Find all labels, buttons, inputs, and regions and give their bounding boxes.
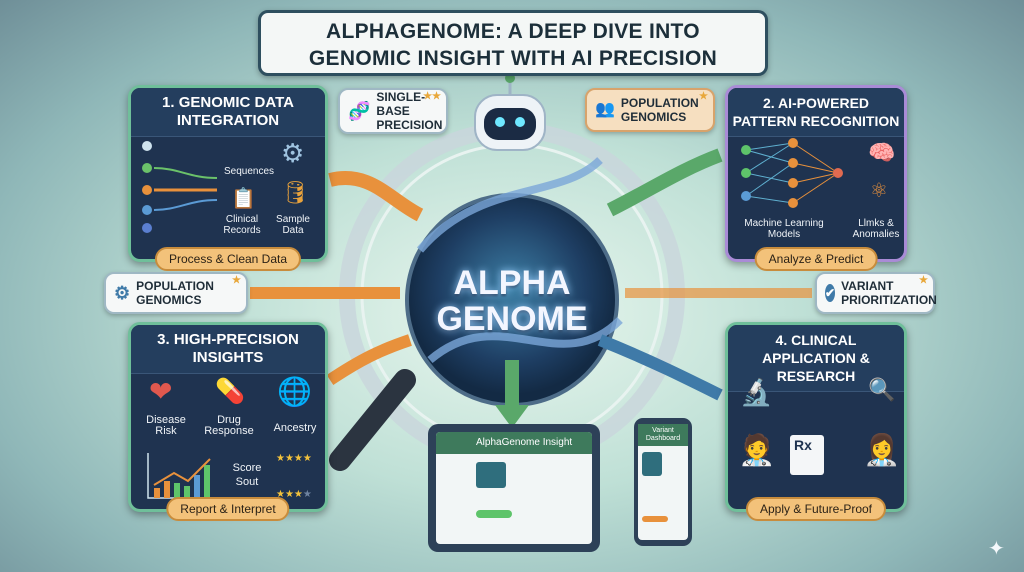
title-line-2: GENOMIC INSIGHT WITH AI PRECISION — [308, 47, 718, 70]
gear-icon: ⚙ — [281, 138, 305, 168]
arrow-center-b4 — [597, 334, 723, 401]
gear-icon: ⚙ — [114, 283, 131, 303]
panel-title: 2. AI-POWERED PATTERN RECOGNITION — [728, 88, 904, 137]
callout-text: SINGLE-BASE — [376, 90, 426, 118]
phone-device: Variant Dashboard — [634, 418, 692, 546]
arrow-center-b2 — [606, 148, 723, 217]
magnifier-handle — [329, 369, 416, 471]
action-process-clean-data: Process & Clean Data — [154, 247, 302, 271]
prescription-rx-label: Rx — [794, 437, 812, 453]
callout-text: POPULATION — [136, 279, 214, 293]
callout-text: VARIANT — [841, 279, 894, 293]
pill-icon: 💊 — [215, 378, 245, 405]
heart-pulse-icon: ❤ — [149, 376, 173, 407]
neural-network-icon — [741, 138, 843, 208]
tablet-screen: AlphaGenome Insight — [436, 432, 592, 544]
label-disease-risk: Disease Risk — [146, 414, 186, 437]
tablet-header: AlphaGenome Insight — [436, 432, 592, 454]
panel-title: 3. HIGH-PRECISION INSIGHTS — [131, 325, 325, 374]
rating-stars-icon: ★★★★ — [276, 453, 312, 464]
panel-title: 4. CLINICAL APPLICATION & RESEARCH — [728, 325, 904, 392]
doctor-icon: 👩‍⚕️ — [863, 434, 901, 467]
arrow-center-b3 — [326, 334, 412, 385]
panel-ai-pattern-recognition: 2. AI-POWERED PATTERN RECOGNITION 🧠 ⚛ Ma… — [725, 85, 907, 271]
clipboard-icon: 📋 — [231, 188, 256, 210]
page-title: ALPHAGENOME: A DEEP DIVE INTO GENOMIC IN… — [258, 10, 768, 76]
center-logo-line-1: ALPHA — [453, 264, 571, 302]
sparkle-icon: ✦ — [988, 538, 1005, 560]
tablet-action-bar[interactable] — [476, 510, 512, 518]
tablet-device: AlphaGenome Insight — [428, 424, 600, 552]
phone-header: Variant Dashboard — [638, 424, 688, 446]
doctor-icon: 🧑‍⚕️ — [738, 434, 776, 467]
label-links-anomalies: Llmks & Anomalies — [852, 218, 900, 240]
action-analyze-predict: Analyze & Predict — [754, 247, 878, 271]
label-sout: Sout — [235, 476, 259, 488]
label-machine-learning-models: Machine Learning Models — [744, 218, 824, 240]
microscope-icon: 🔬 — [740, 377, 773, 407]
phone-dna-card — [642, 452, 662, 476]
action-report-interpret: Report & Interpret — [166, 497, 290, 521]
callout-text: PRECISION — [376, 118, 443, 132]
label-sequences: Sequences — [223, 166, 275, 177]
label-clinical-records: Clinical Records — [223, 214, 261, 236]
arrow-down-head — [495, 405, 529, 428]
center-logo: ALPHA GENOME — [420, 265, 604, 337]
check-shield-icon: ✔ — [825, 284, 836, 302]
database-icon: 🛢 — [281, 180, 309, 205]
globe-icon: 🌐 — [277, 376, 312, 407]
people-icon: 👥 — [595, 101, 615, 118]
panel-clinical-application: 4. CLINICAL APPLICATION & RESEARCH 🔬 🔍 🧑… — [725, 322, 907, 521]
star-icon: ★ — [919, 275, 928, 286]
callout-text: PRIORITIZATION — [841, 293, 937, 307]
callout-text: GENOMICS — [620, 110, 687, 124]
callout-text: GENOMICS — [136, 293, 202, 307]
panel-genomic-data-integration: 1. GENOMIC DATA INTEGRATION ⚙ Sequences … — [128, 85, 328, 271]
label-drug-response: Drug Response — [204, 414, 254, 437]
tablet-dna-card — [476, 462, 506, 488]
data-streams-icon — [142, 141, 218, 233]
atom-icon: ⚛ — [870, 180, 888, 202]
panel-high-precision-insights: 3. HIGH-PRECISION INSIGHTS ❤ 💊 🌐 Disease… — [128, 322, 328, 521]
phone-action-bar[interactable] — [642, 516, 668, 522]
rating-stars-icon: ★★★★ — [276, 489, 312, 500]
prescription-card: Rx — [790, 435, 824, 475]
label-score: Score — [232, 462, 262, 474]
magnifier-chart-icon: 🔍 — [868, 377, 896, 402]
center-logo-line-2: GENOME — [436, 300, 588, 338]
phone-screen: Variant Dashboard — [638, 424, 688, 540]
label-ancestry: Ancestry — [273, 422, 317, 434]
arrow-b1-center — [328, 171, 424, 222]
panel-title: 1. GENOMIC DATA INTEGRATION — [131, 88, 325, 137]
dna-helix — [416, 157, 623, 364]
dna-icon: 🧬 — [348, 101, 371, 121]
callout-text: POPULATION — [620, 96, 699, 110]
action-apply-future-proof: Apply & Future-Proof — [745, 497, 887, 521]
bar-chart-icon — [147, 453, 218, 499]
title-line-1: ALPHAGENOME: A DEEP DIVE INTO — [326, 20, 700, 43]
star-icon: ★★ — [423, 91, 441, 102]
star-icon: ★ — [232, 275, 241, 286]
robot-face — [484, 108, 536, 140]
label-sample-data: Sample Data — [276, 214, 310, 236]
brain-icon: 🧠 — [868, 140, 896, 165]
star-icon: ★ — [699, 91, 708, 102]
